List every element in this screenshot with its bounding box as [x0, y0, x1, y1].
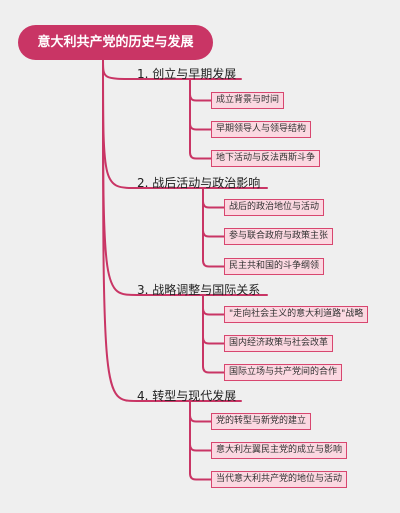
leaf-connector-3-3 — [202, 294, 225, 374]
leaf-2-1[interactable]: 战后的政治地位与活动 — [224, 199, 325, 216]
leaf-3-1[interactable]: "走向社会主义的意大利道路"战略 — [224, 306, 369, 323]
leaf-connector-2-2 — [202, 187, 225, 238]
leaf-1-2[interactable]: 早期领导人与领导结构 — [211, 121, 312, 138]
leaf-2-2[interactable]: 参与联合政府与政策主张 — [224, 228, 334, 245]
branch-2[interactable]: 2. 战后活动与政治影响 — [137, 176, 261, 190]
leaf-3-2[interactable]: 国内经济政策与社会改革 — [224, 335, 334, 352]
leaf-4-2[interactable]: 意大利左翼民主党的成立与影响 — [211, 442, 348, 459]
leaf-connector-2-1 — [202, 187, 225, 209]
branch-3[interactable]: 3. 战略调整与国际关系 — [137, 283, 261, 297]
branch-connector-4 — [102, 59, 242, 402]
leaf-connector-4-2 — [189, 400, 212, 452]
branch-4[interactable]: 4. 转型与现代发展 — [137, 389, 237, 403]
leaf-2-3[interactable]: 民主共和国的斗争纲领 — [224, 258, 325, 275]
root-topic[interactable]: 意大利共产党的历史与发展 — [18, 25, 213, 60]
leaf-3-3[interactable]: 国际立场与共产党间的合作 — [224, 364, 343, 381]
leaf-connector-4-1 — [189, 400, 212, 423]
leaf-connector-1-1 — [189, 78, 212, 102]
leaf-connector-1-3 — [189, 78, 212, 160]
leaf-4-3[interactable]: 当代意大利共产党的地位与活动 — [211, 471, 348, 488]
leaf-connector-1-2 — [189, 78, 212, 131]
leaf-connector-3-1 — [202, 294, 225, 316]
leaf-4-1[interactable]: 党的转型与新党的建立 — [211, 413, 312, 430]
leaf-1-1[interactable]: 成立背景与时间 — [211, 92, 285, 109]
leaf-connector-4-3 — [189, 400, 212, 481]
leaf-1-3[interactable]: 地下活动与反法西斯斗争 — [211, 150, 321, 167]
leaf-connector-2-3 — [202, 187, 225, 268]
branch-1[interactable]: 1. 创立与早期发展 — [137, 67, 237, 81]
leaf-connector-3-2 — [202, 294, 225, 345]
